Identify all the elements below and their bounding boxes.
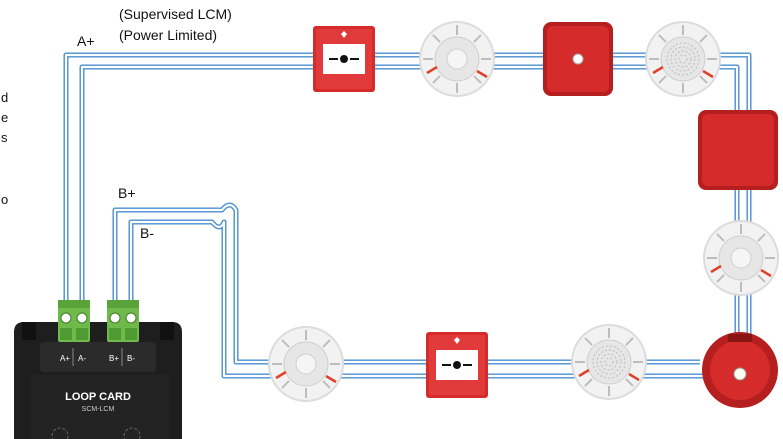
loop-card-model: SCM-LCM [82, 406, 115, 413]
loop-card: LOOP CARD SCM-LCM A+ A- B+ B- [14, 322, 182, 439]
manual-call-point-icon [426, 332, 488, 398]
b-plus-label: B+ [118, 185, 136, 201]
manual-call-point-icon [313, 26, 375, 92]
power-limited-label: (Power Limited) [119, 27, 218, 43]
loop-wires [63, 52, 752, 379]
left-text-fragment: o [1, 192, 9, 207]
terminal-label-strip [40, 342, 156, 372]
terminal-label-a-minus: A- [78, 354, 86, 363]
sounder-beacon-icon [543, 22, 613, 96]
left-text-fragment: d [1, 90, 9, 105]
smoke-detector-icon [703, 220, 779, 296]
left-text-fragment: e [1, 110, 9, 125]
terminal-block-b [107, 300, 139, 342]
wall-sounder-icon [698, 110, 778, 190]
terminal-label-b-plus: B+ [109, 354, 119, 363]
heat-detector-icon [645, 21, 721, 97]
loop-card-title: LOOP CARD [65, 391, 131, 403]
smoke-detector-icon [268, 326, 344, 402]
b-minus-label: B- [140, 225, 154, 241]
a-plus-label: A+ [77, 33, 95, 49]
heat-detector-icon [571, 324, 647, 400]
smoke-detector-icon [419, 21, 495, 97]
left-text-fragment: s [1, 130, 8, 145]
screw-hole-icon [123, 427, 141, 439]
terminal-label-b-minus: B- [127, 354, 135, 363]
supervised-lcm-label: (Supervised LCM) [119, 6, 232, 22]
screw-hole-icon [51, 427, 69, 439]
terminal-label-a-plus: A+ [60, 354, 70, 363]
terminal-block-a [58, 300, 90, 342]
sounder-beacon-round-icon [702, 332, 778, 408]
